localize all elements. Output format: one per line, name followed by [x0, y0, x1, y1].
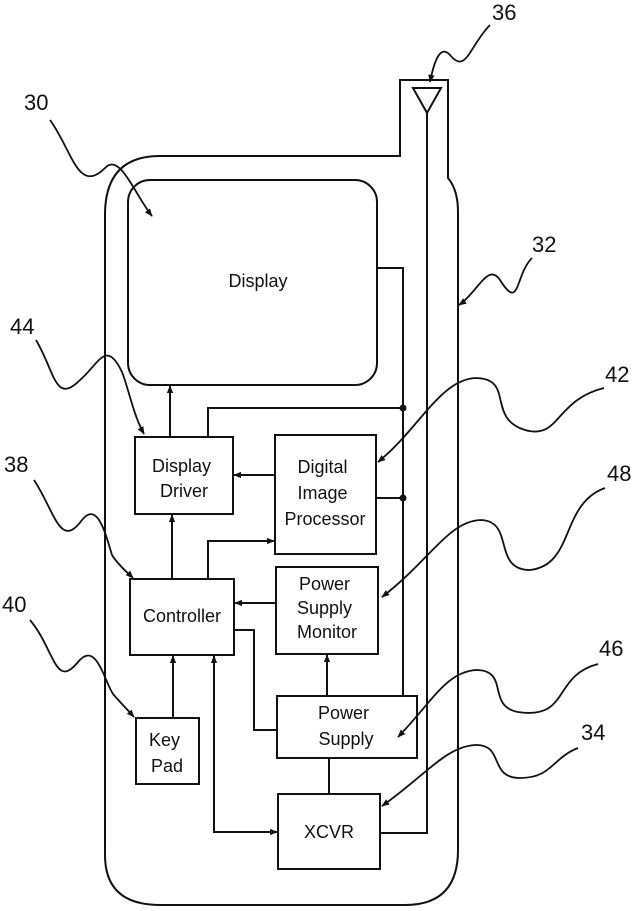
- driver-top-bus-line: [208, 408, 403, 437]
- leader-line-42: [378, 378, 604, 462]
- leader-lines: [30, 25, 605, 806]
- leader-line-38: [34, 480, 133, 578]
- ref-numeral-32: 32: [532, 232, 556, 257]
- power-supply-monitor-label: Power Supply Monitor: [297, 574, 357, 642]
- ref-numeral-48: 48: [607, 461, 631, 486]
- ref-numeral-30: 30: [24, 90, 48, 115]
- ref-numeral-42: 42: [605, 362, 629, 387]
- xcvr-controller-bidirectional-arrow: [214, 656, 277, 832]
- junction-dot: [400, 405, 407, 412]
- ref-numeral-40: 40: [2, 592, 26, 617]
- ref-numeral-34: 34: [581, 720, 605, 745]
- leader-line-32: [459, 258, 532, 305]
- ref-numeral-44: 44: [10, 314, 34, 339]
- leader-line-40: [30, 620, 134, 717]
- junction-dot: [400, 495, 407, 502]
- controller-to-supply-line: [234, 630, 277, 730]
- ref-numeral-36: 36: [492, 0, 516, 25]
- display-label: Display: [228, 271, 287, 291]
- controller-label: Controller: [143, 606, 221, 626]
- leader-line-36: [430, 25, 490, 82]
- controller-to-processor-arrow: [208, 541, 274, 579]
- display-bus-line: [377, 268, 403, 696]
- antenna-icon: [413, 88, 441, 113]
- xcvr-label: XCVR: [304, 822, 354, 842]
- leader-line-48: [382, 488, 605, 597]
- ref-numeral-46: 46: [599, 636, 623, 661]
- ref-numeral-38: 38: [4, 452, 28, 477]
